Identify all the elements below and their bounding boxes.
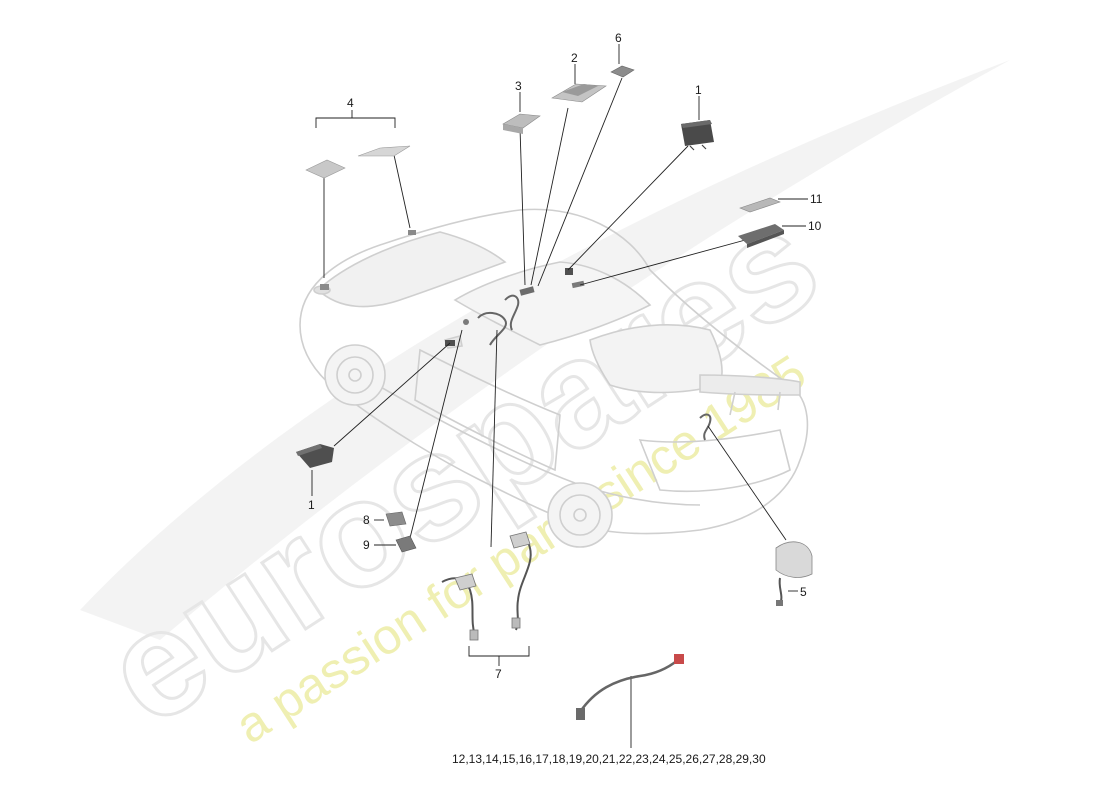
car-illustration <box>299 208 809 548</box>
part-6[interactable] <box>610 65 635 78</box>
part-4-right[interactable] <box>357 145 411 157</box>
callout-2[interactable]: 2 <box>571 51 578 65</box>
callout-7[interactable]: 7 <box>495 667 502 681</box>
callout-8[interactable]: 8 <box>363 513 370 527</box>
part-3[interactable] <box>502 113 541 134</box>
part-10[interactable] <box>738 224 784 248</box>
leader-lines <box>311 44 808 748</box>
part-11[interactable] <box>739 197 781 213</box>
callout-4[interactable]: 4 <box>347 96 354 110</box>
callout-9[interactable]: 9 <box>363 538 370 552</box>
part-4-left[interactable] <box>305 159 346 179</box>
callout-3[interactable]: 3 <box>515 79 522 93</box>
part-8[interactable] <box>385 511 407 527</box>
callout-11[interactable]: 11 <box>810 192 823 206</box>
callout-5[interactable]: 5 <box>800 585 807 599</box>
part-7-harness[interactable] <box>441 531 532 641</box>
callout-10[interactable]: 10 <box>808 219 822 233</box>
part-1-left[interactable] <box>296 444 334 468</box>
part-9[interactable] <box>395 535 417 553</box>
part-12-30-cable[interactable] <box>576 654 684 720</box>
callout-1-top[interactable]: 1 <box>695 83 702 97</box>
callout-6[interactable]: 6 <box>615 31 622 45</box>
part-5[interactable] <box>775 541 813 606</box>
part-2[interactable] <box>551 83 607 103</box>
part-1-top[interactable] <box>681 120 714 151</box>
callout-1-left[interactable]: 1 <box>308 498 315 512</box>
callout-12-30[interactable]: 12,13,14,15,16,17,18,19,20,21,22,23,24,2… <box>452 752 766 766</box>
